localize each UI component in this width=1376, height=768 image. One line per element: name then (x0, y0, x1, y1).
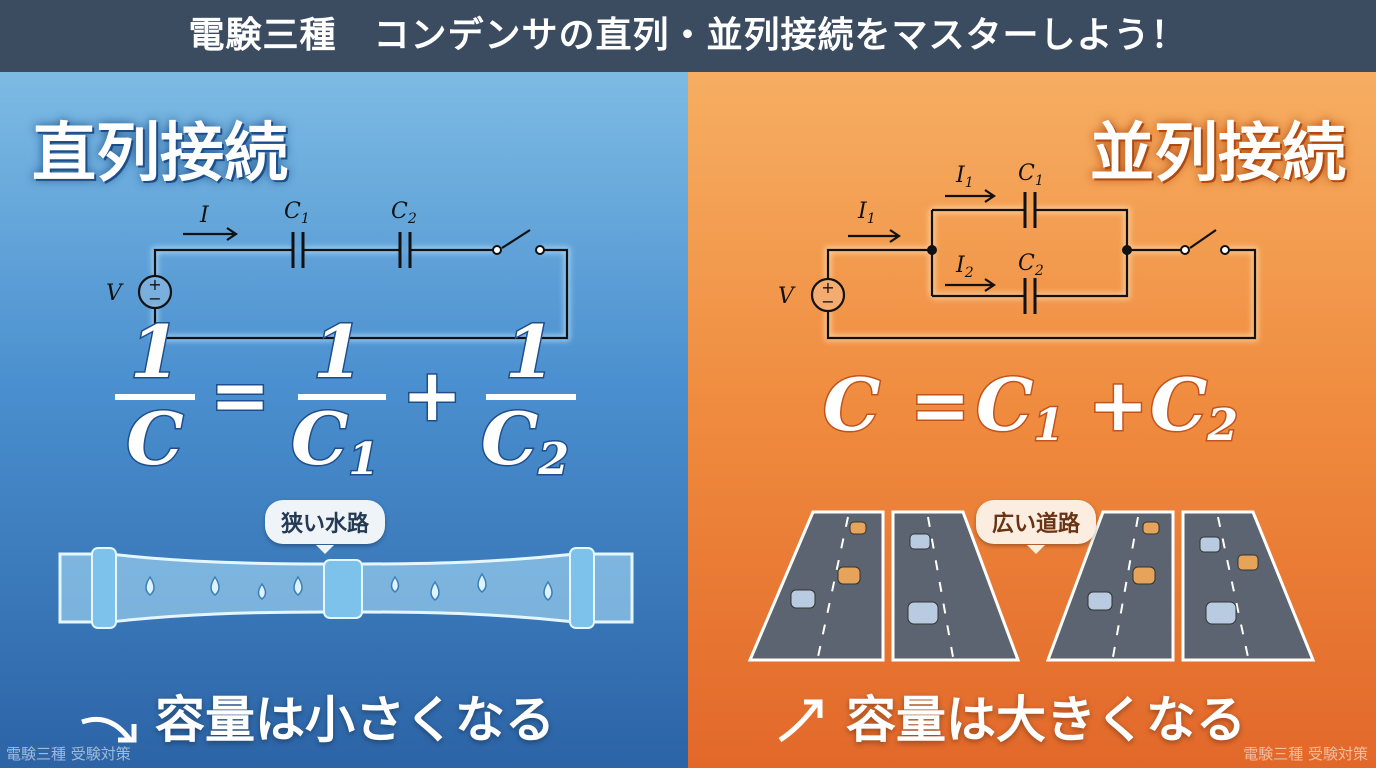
svg-text:C: C (823, 362, 880, 447)
svg-text:C2: C2 (1150, 362, 1238, 451)
branch1-current-label: I1 (955, 163, 974, 191)
svg-text:C1: C1 (976, 362, 1064, 451)
analogy-bubble: 広い道路 (976, 500, 1097, 554)
series-result: 容量は小さくなる (155, 691, 555, 749)
svg-text:1: 1 (130, 309, 180, 394)
svg-text:−: − (148, 289, 161, 308)
svg-text:=: = (910, 362, 970, 447)
svg-text:C: C (126, 396, 183, 481)
switch-icon (492, 245, 502, 255)
voltage-label: V (778, 284, 796, 309)
c1-label: C1 (284, 199, 310, 227)
series-formula: 1 C = 1 C1 + 1 C2 (115, 308, 576, 487)
series-title: 直列接続 (32, 117, 288, 191)
svg-text:−: − (821, 292, 834, 311)
arrow-down-icon (81, 716, 137, 743)
voltage-source-icon (810, 277, 846, 313)
voltage-label: V (106, 281, 124, 306)
c1-label: C1 (1018, 161, 1044, 189)
parallel-formula: C = C1 + C2 (822, 361, 1240, 453)
arrow-up-icon (778, 699, 823, 743)
analogy-bubble: 狭い水路 (265, 500, 386, 554)
parallel-title: 並列接続 (1090, 117, 1346, 191)
switch-icon (1180, 245, 1190, 255)
c2-label: C2 (1018, 251, 1044, 279)
svg-text:C2: C2 (481, 396, 569, 485)
voltage-source-icon (137, 274, 173, 310)
series-panel: 直列接続 + − V I C1 C2 1 C = 1 (0, 72, 688, 768)
svg-text:=: = (210, 352, 270, 437)
svg-text:1: 1 (313, 309, 363, 394)
wide-road-illustration (747, 510, 1316, 662)
watermark: 電験三種 受験対策 (1243, 745, 1368, 763)
svg-text:+: + (1088, 362, 1148, 447)
parallel-panel: 並列接続 + − V I1 I1 C1 I2 C2 C = C (688, 72, 1376, 768)
svg-text:1: 1 (505, 309, 555, 394)
page-header: 電験三種 コンデンサの直列・並列接続をマスターしよう！ (0, 0, 1376, 72)
series-circuit: + − V I C1 C2 1 C = 1 C1 + 1 C2 (58, 199, 634, 743)
svg-text:C1: C1 (291, 396, 379, 485)
branch2-current-label: I2 (955, 253, 974, 281)
watermark: 電験三種 受験対策 (6, 745, 131, 763)
svg-text:+: + (821, 278, 834, 297)
narrow-pipe-illustration (58, 547, 634, 629)
svg-text:+: + (402, 352, 462, 437)
c2-label: C2 (391, 199, 417, 227)
current-label: I (199, 203, 210, 228)
parallel-result: 容量は大きくなる (846, 691, 1246, 749)
current-label: I1 (857, 199, 876, 227)
svg-text:+: + (148, 275, 161, 294)
parallel-circuit: + − V I1 I1 C1 I2 C2 C = C1 + C2 (747, 161, 1316, 743)
